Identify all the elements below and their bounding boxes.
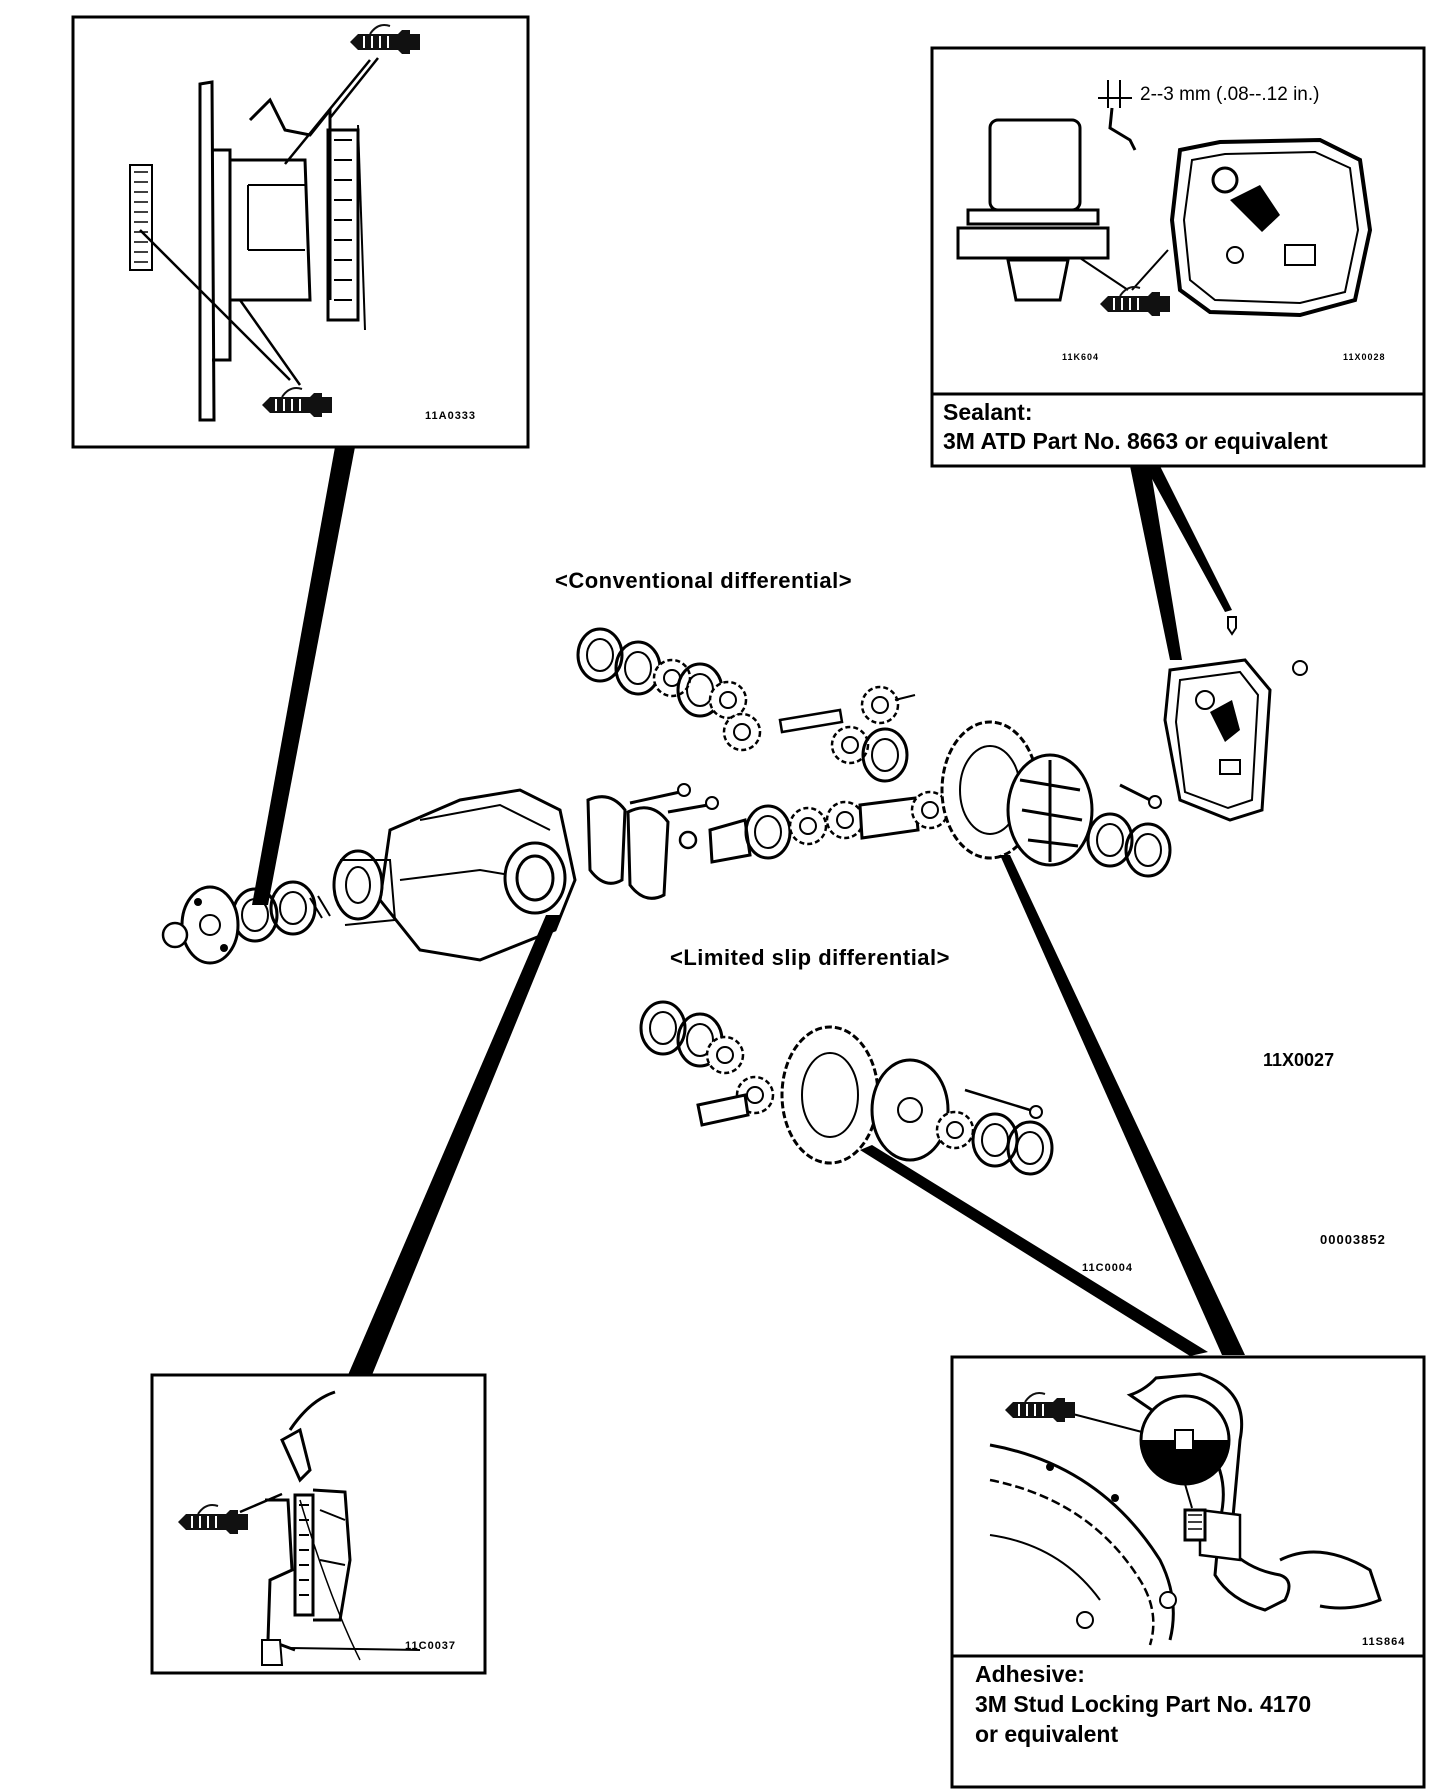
inset-ring-gear-bolt-detail — [950, 1355, 1426, 1789]
sealant-spec: 3M ATD Part No. 8663 or equivalent — [943, 428, 1328, 454]
adhesive-spec-line2: or equivalent — [975, 1721, 1119, 1747]
document-code: 00003852 — [1320, 1232, 1386, 1247]
ring-gear-and-case — [940, 720, 1172, 878]
figure-code-lsd: 11C0004 — [1082, 1262, 1134, 1274]
pinion-parts-row — [678, 790, 950, 864]
figure-code-cover-left: 11K604 — [1062, 352, 1100, 362]
figure-code-top-left: 11A0333 — [425, 410, 477, 422]
adhesive-spec-line1: 3M Stud Locking Part No. 4170 — [975, 1691, 1312, 1717]
heading-limited-slip-differential: <Limited slip differential> — [670, 945, 951, 970]
sealant-title: Sealant: — [943, 399, 1033, 425]
rear-cover — [1163, 616, 1308, 822]
bearing-caps — [586, 783, 719, 900]
figure-code-cover-right: 11X0028 — [1343, 352, 1386, 362]
dimension-label: 2--3 mm (.08--.12 in.) — [1140, 84, 1320, 105]
adhesive-title: Adhesive: — [975, 1661, 1085, 1687]
figure-code-main: 11X0027 — [1263, 1050, 1335, 1070]
callout-connector-bottom-left — [348, 915, 560, 1375]
limited-slip-differential-parts — [639, 1000, 1054, 1176]
conventional-differential-parts — [576, 627, 916, 783]
inset-companion-flange-detail — [71, 15, 530, 449]
figure-code-bottom-left: 11C0037 — [405, 1640, 457, 1652]
callout-connector-bottom-right — [1000, 855, 1245, 1355]
figure-code-bottom-right: 11S864 — [1362, 1636, 1406, 1648]
callout-connector-top-left — [252, 447, 355, 905]
callout-connector-top-right — [1130, 466, 1182, 660]
inset-pinion-seal-detail — [150, 1373, 487, 1675]
inset-cover-sealant-detail — [930, 46, 1426, 468]
heading-conventional-differential: <Conventional differential> — [555, 568, 853, 593]
differential-carrier-assembly — [161, 788, 577, 965]
